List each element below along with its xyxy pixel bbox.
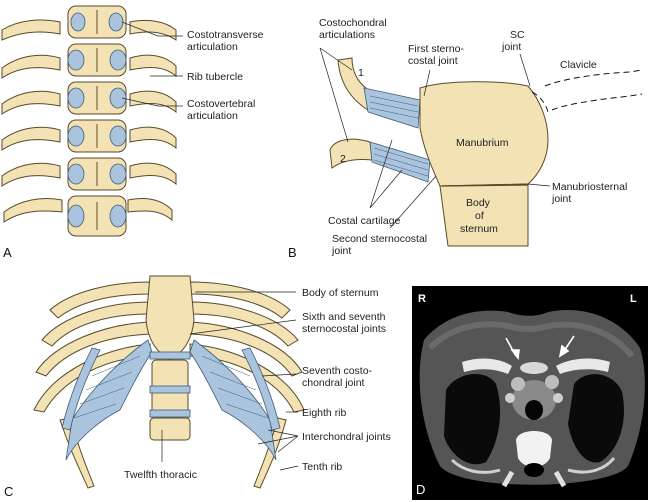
panel-letter-b: B: [288, 245, 297, 260]
panel-a-illustration: Costotransverse articulation Rib tubercl…: [1, 2, 264, 260]
label-sc-joint-2: joint: [501, 41, 521, 53]
label-sc-joint-1: SC: [510, 29, 525, 41]
costal-margin-left: [65, 339, 153, 461]
label-clavicle: Clavicle: [560, 59, 597, 71]
ct-label-l: L: [630, 293, 637, 305]
panel-a-ribs: [1, 19, 177, 223]
label-first-sternocostal-2: costal joint: [408, 55, 458, 67]
ct-left-lung: [568, 374, 624, 463]
label-costochondral-2: articulations: [319, 29, 375, 41]
label-body-sternum-1: Body: [466, 197, 491, 209]
panel-letter-d: D: [416, 482, 425, 497]
panel-c-illustration: Body of sternum Sixth and seventh sterno…: [4, 275, 391, 499]
label-c-interchondral: Interchondral joints: [302, 431, 391, 443]
panel-letter-c: C: [4, 484, 13, 499]
label-c-seventh-costochondral-1: Seventh costo-: [302, 365, 373, 377]
label-rib-1: 1: [358, 67, 364, 79]
label-c-sixth-seventh-1: Sixth and seventh: [302, 311, 386, 323]
label-second-sternocostal-1: Second sternocostal: [332, 233, 427, 245]
label-c-seventh-costochondral-2: chondral joint: [302, 377, 365, 389]
label-c-sixth-seventh-2: sternocostal joints: [302, 323, 386, 335]
panel-a-facets: [67, 12, 127, 228]
ct-label-r: R: [418, 293, 426, 305]
label-c-twelfth-thoracic: Twelfth thoracic: [124, 469, 197, 481]
label-c-tenth-rib: Tenth rib: [302, 461, 342, 473]
label-costal-cartilage: Costal cartilage: [328, 215, 401, 227]
label-body-sternum-3: sternum: [460, 223, 498, 235]
ct-vertebra: [516, 431, 552, 467]
body-of-sternum: [439, 183, 529, 247]
panel-letter-a: A: [3, 245, 12, 260]
label-manubrium: Manubrium: [456, 137, 509, 149]
label-costovertebral-1: Costovertebral: [187, 98, 255, 110]
costal-margin-right: [189, 339, 277, 461]
rib-1: [337, 57, 369, 111]
label-first-sternocostal-1: First sterno-: [408, 43, 465, 55]
label-manubriosternal-1: Manubriosternal: [552, 181, 627, 193]
label-costotransverse-2: articulation: [187, 41, 238, 53]
label-costovertebral-2: articulation: [187, 110, 238, 122]
panel-d-ct-scan: R L D: [412, 286, 648, 500]
label-rib-tubercle: Rib tubercle: [187, 71, 243, 83]
label-second-sternocostal-2: joint: [331, 245, 351, 257]
label-c-eighth-rib: Eighth rib: [302, 407, 347, 419]
label-costotransverse-1: Costotransverse: [187, 29, 264, 41]
manubrium: [419, 81, 549, 187]
sternum: [145, 275, 195, 361]
panel-b-illustration: Costochondral articulations First sterno…: [288, 17, 643, 260]
label-costochondral-1: Costochondral: [319, 17, 387, 29]
ct-clavicle-left: [556, 358, 610, 374]
ct-right-lung: [444, 373, 501, 465]
ct-arrows: [505, 335, 575, 361]
costal-cartilage-1: [363, 87, 421, 129]
clavicle-outline: [531, 69, 643, 113]
ct-clavicle-right: [462, 358, 512, 374]
label-rib-2: 2: [340, 153, 346, 165]
label-manubriosternal-2: joint: [551, 193, 571, 205]
label-c-body-of-sternum: Body of sternum: [302, 287, 379, 299]
label-body-sternum-2: of: [475, 210, 484, 222]
